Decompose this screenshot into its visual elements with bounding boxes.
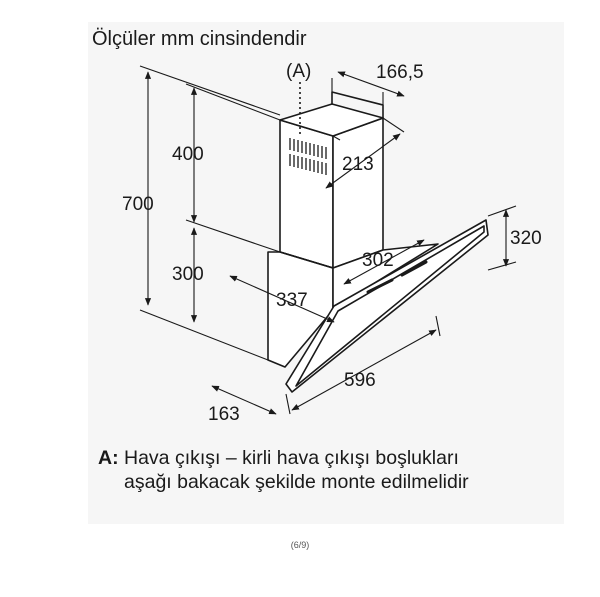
page-number: (6/9) [290,540,310,550]
dim-chimney-height: 400 [172,144,204,165]
dim-chimney-width: 213 [342,154,374,175]
dim-total-height: 700 [122,194,154,215]
dim-panel-offset: 163 [208,404,240,425]
chimney-inner-fold [331,91,384,118]
dim-canopy-depth: 337 [276,290,308,311]
note-line-1: Hava çıkışı – kirli hava çıkışı boşlukla… [124,447,459,469]
outlet-note: A:Hava çıkışı – kirli hava çıkışı boşluk… [98,446,469,494]
dim-hood-height: 300 [172,264,204,285]
dim-canopy-width: 302 [362,250,394,271]
dimension-labels: (A) 166,5 400 213 700 320 300 302 337 59… [122,61,542,425]
note-line-2: aşağı bakacak şekilde monte edilmelidir [124,471,469,493]
hood-outline [267,91,489,393]
dimension-lines [139,65,517,415]
callout-label: (A) [286,61,311,82]
note-key: A: [98,447,119,469]
dim-panel-height: 320 [510,228,542,249]
dim-hood-width: 596 [344,370,376,391]
dim-chimney-depth: 166,5 [376,62,424,83]
units-heading: Ölçüler mm cinsindendir [92,28,307,50]
chimney-side [332,117,384,269]
